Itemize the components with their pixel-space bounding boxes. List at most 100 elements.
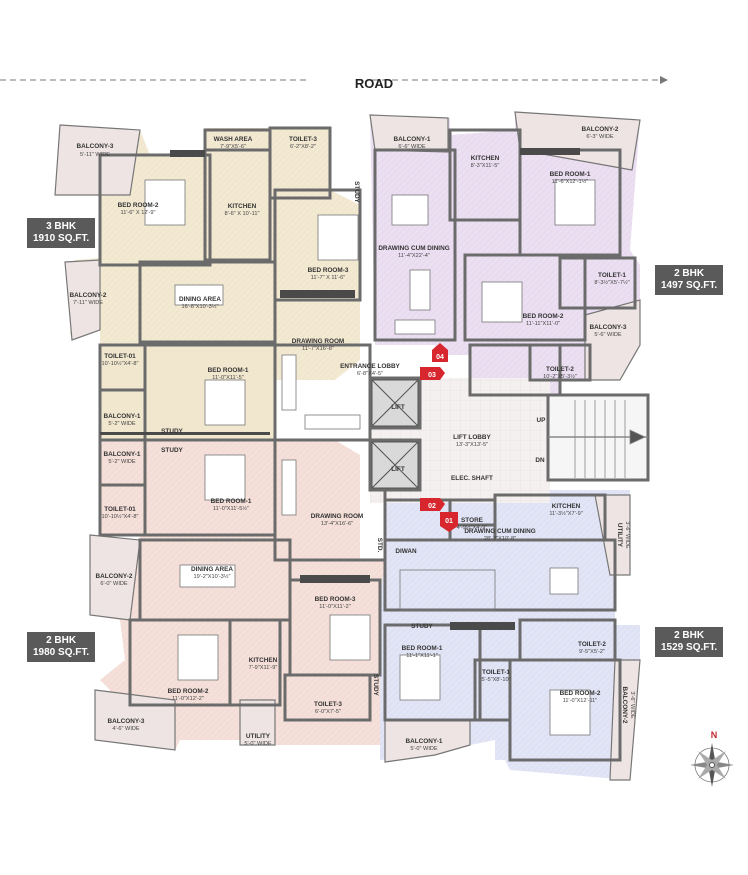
staircase <box>548 400 648 478</box>
room-dim: 8'-6" X 10'-11" <box>225 211 260 217</box>
room-name: BALCONY-2 <box>621 687 628 724</box>
marker-02: 02 <box>428 503 436 510</box>
room-dim: 28'-3"X10'-8" <box>484 536 516 542</box>
room-dim: 7'-11" WIDE <box>73 300 103 306</box>
room-name: BALCONY-1 <box>406 738 443 745</box>
room-dim: 11'-7" X 11'-6" <box>311 275 346 281</box>
room-name: UP <box>537 417 547 424</box>
room-dim: 10'-10½"X4'-8" <box>102 360 139 367</box>
room-dim: 3'-6" WIDE <box>629 691 635 719</box>
room-dim: 6'-0" WIDE <box>100 581 128 587</box>
room-dim: 11'-4"X22'-4" <box>398 253 430 259</box>
unit-area: 1980 SQ.FT. <box>33 647 90 658</box>
room-dim: 5'-6" WIDE <box>594 332 622 338</box>
room-name: STORE <box>461 517 484 524</box>
room-name: STUDY <box>161 428 183 435</box>
room-dim: 19'-2"X10'-3½" <box>194 573 231 580</box>
room-name: BALCONY-3 <box>590 324 627 331</box>
room-name: BED ROOM-2 <box>560 690 601 697</box>
entry-markers <box>420 343 458 532</box>
room-name: BED ROOM-2 <box>168 688 209 695</box>
beds <box>144 179 596 736</box>
room-dim: 11'-6"X12'-1½" <box>552 178 588 185</box>
room-dim: 5'-11" WIDE <box>80 152 110 158</box>
room-name: WASH AREA <box>214 136 253 143</box>
room-name: STUDY <box>353 181 360 203</box>
kitchen-counters <box>100 148 580 630</box>
dining-tables <box>174 194 579 595</box>
unit-type: 2 BHK <box>674 268 705 279</box>
room-name: BALCONY-2 <box>582 126 619 133</box>
room-dim: 8'-3½"X5'-7½" <box>594 279 629 286</box>
unit-tag-top-left: 3 BHK 1910 SQ.FT. <box>27 218 96 248</box>
room-name: BALCONY-1 <box>394 136 431 143</box>
room-name: TOILET-01 <box>104 506 136 513</box>
room-dim: 6'-3" WIDE <box>586 134 614 140</box>
room-name: BED ROOM-1 <box>211 498 252 505</box>
unit-area: 1497 SQ.FT. <box>661 280 718 291</box>
room-dim: 3'-6" WIDE <box>624 521 630 549</box>
room-name: STD. <box>376 538 383 553</box>
room-name: LIFT <box>391 466 405 473</box>
room-name: DRAWING ROOM <box>292 338 345 345</box>
room-name: TOILET-3 <box>314 701 342 708</box>
room-name: KITCHEN <box>249 657 278 664</box>
room-name: BED ROOM-1 <box>550 171 591 178</box>
room-name: BALCONY-3 <box>77 143 114 150</box>
unit-tag-bottom-left: 2 BHK 1980 SQ.FT. <box>27 632 96 662</box>
room-dim: 11'-11"X11'-0" <box>526 321 560 327</box>
room-name: BED ROOM-3 <box>308 267 349 274</box>
room-dim: 11'-0"X11'-5½" <box>213 505 249 512</box>
unit-tag-bottom-right: 2 BHK 1529 SQ.FT. <box>655 627 724 657</box>
room-dim: 11'-1"X11'-1" <box>406 653 437 659</box>
room-name: TOILET-01 <box>104 353 136 360</box>
compass-north: N <box>711 730 718 740</box>
marker-04: 04 <box>436 354 444 361</box>
room-name: DRAWING CUM DINING <box>464 528 535 535</box>
room-name: ENTRANCE LOBBY <box>340 363 400 370</box>
room-dim: 10'-10½"X4'-8" <box>102 513 139 520</box>
room-name: TOILET-2 <box>546 366 574 373</box>
balconies <box>54 111 641 781</box>
room-dim: 11'-0"X12'-2" <box>172 696 204 702</box>
room-name: STUDY <box>161 447 183 454</box>
room-dim: 11'-0"X11'-2" <box>319 604 350 610</box>
room-dim: 11'-6" X 12'-9" <box>121 210 156 216</box>
room-dim: 6'-2"X8'-2" <box>290 144 316 150</box>
room-name: KITCHEN <box>228 203 257 210</box>
room-name: BED ROOM-3 <box>315 596 356 603</box>
marker-03: 03 <box>428 372 436 379</box>
room-dim: 11'-0"X11'-5" <box>212 375 243 381</box>
room-name: DIWAN <box>395 548 417 555</box>
road-label: ROAD <box>354 76 394 91</box>
room-name: DINING AREA <box>179 296 221 303</box>
room-dim: 6'-8"X4'-5" <box>357 371 383 377</box>
room-dim: 11'-3½"X7'-9" <box>549 510 582 517</box>
room-dim: 4'-9½"X4'-9" <box>457 524 488 531</box>
room-name: BED ROOM-2 <box>523 313 564 320</box>
room-dim: 10'-2"X5'-3½" <box>543 373 577 380</box>
room-name: TOILET-1 <box>598 272 626 279</box>
room-name: DRAWING ROOM <box>311 513 364 520</box>
room-dim: 16'-8"X10'-3½" <box>182 303 219 310</box>
room-dim: 7'-9"X5'-6" <box>220 144 246 150</box>
lift-shafts <box>371 379 419 489</box>
room-name: BALCONY-2 <box>96 573 133 580</box>
room-name: BED ROOM-2 <box>118 202 159 209</box>
room-dim: 5'-0" WIDE <box>244 741 272 747</box>
sofas <box>281 269 496 611</box>
room-name: KITCHEN <box>552 503 581 510</box>
unit-type: 2 BHK <box>46 635 77 646</box>
room-dim: 11'-0"X12'-11" <box>563 698 598 704</box>
room-name: BED ROOM-1 <box>402 645 443 652</box>
room-name: DRAWING CUM DINING <box>378 245 449 252</box>
unit-area: 1529 SQ.FT. <box>661 642 718 653</box>
road-line <box>0 74 748 94</box>
room-dim: 8'-3"X11'-5" <box>471 163 500 169</box>
room-dim: 9'-5"X5'-2" <box>579 649 605 655</box>
room-name: STUDY <box>411 623 433 630</box>
room-name: BALCONY-3 <box>108 718 145 725</box>
unit-type: 3 BHK <box>46 221 77 232</box>
room-name: ELEC. SHAFT <box>451 475 493 482</box>
